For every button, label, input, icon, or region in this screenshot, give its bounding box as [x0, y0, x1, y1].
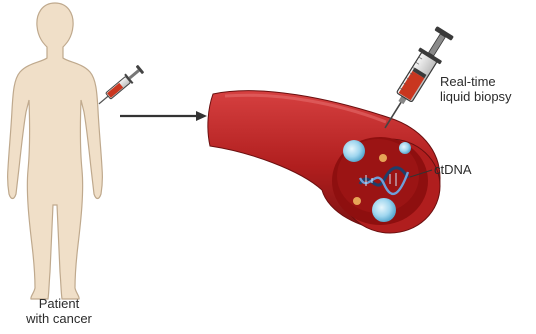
- blood-cell: [372, 198, 396, 222]
- particle-dot: [379, 154, 387, 162]
- large-syringe-plunger: [429, 34, 446, 56]
- biopsy-label: Real-time liquid biopsy: [440, 74, 534, 104]
- biopsy-label-line2: liquid biopsy: [440, 89, 534, 104]
- particle-dot: [353, 197, 361, 205]
- patient-label-line2: with cancer: [14, 311, 104, 326]
- small-syringe-plunger: [129, 69, 140, 79]
- patient-label-line1: Patient: [14, 296, 104, 311]
- ctdna-label: ctDNA: [434, 162, 472, 177]
- arrowhead: [196, 111, 207, 121]
- small-syringe: [95, 64, 145, 109]
- flow-arrow: [120, 111, 207, 121]
- biopsy-label-line1: Real-time: [440, 74, 534, 89]
- blood-vessel: [208, 91, 440, 233]
- blood-cell: [343, 140, 365, 162]
- patient-body-shape: [8, 3, 103, 299]
- blood-cell: [399, 142, 411, 154]
- patient-label: Patient with cancer: [14, 296, 104, 326]
- small-syringe-needle: [99, 96, 108, 104]
- patient-silhouette: [8, 3, 103, 299]
